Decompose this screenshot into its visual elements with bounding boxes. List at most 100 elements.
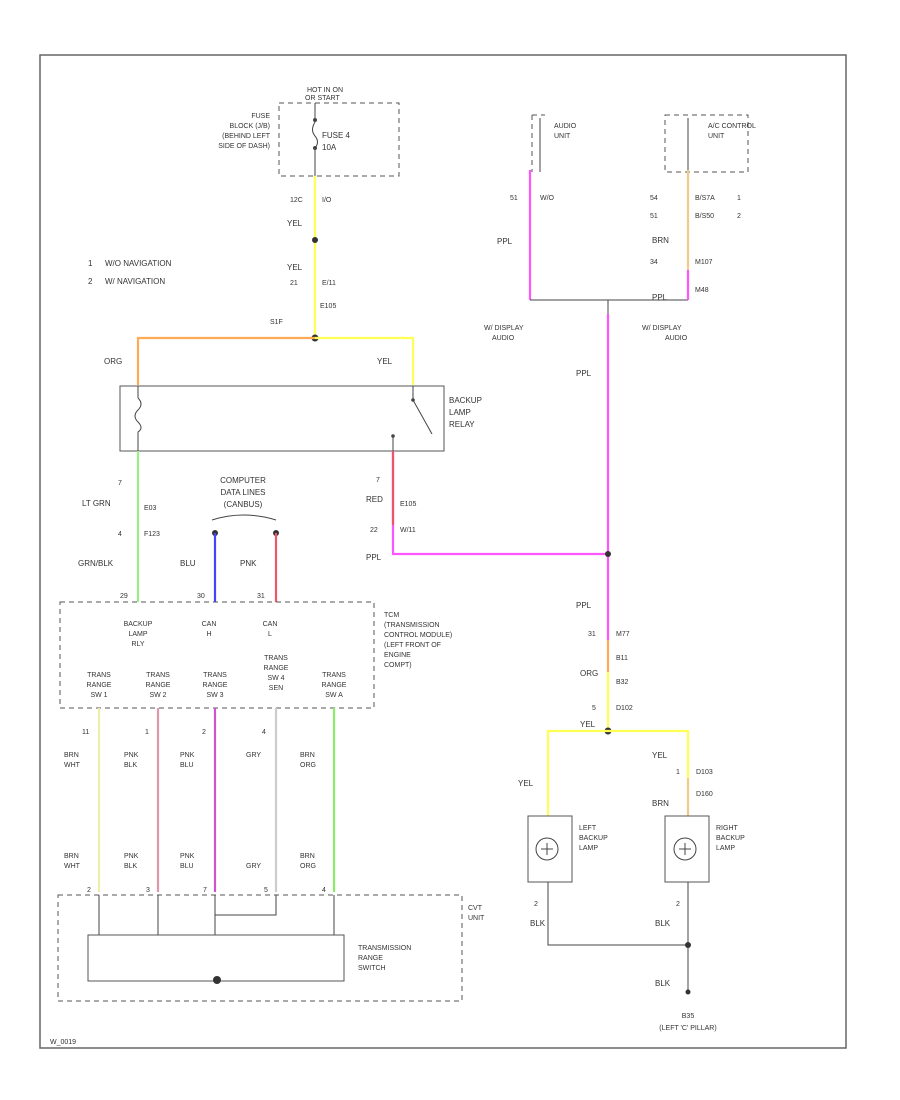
label-right_chain-yel: YEL [580,720,596,729]
cvt-internal-wires [98,895,335,935]
label-cvt-bottom_wires-1-1: BLK [124,863,138,870]
label-tcm-ranges-3-pin: 4 [262,729,266,736]
fuse-block-line3: (BEHIND LEFT [222,133,271,140]
label-lamps-left-1: BACKUP [579,835,608,842]
relay-body [119,385,445,452]
label-tcm-col_backup-0: BACKUP [124,621,153,628]
splice-dot-ground [685,942,691,948]
right-backup-lamp: RIGHT BACKUP LAMP [664,815,745,883]
switch-line1: TRANSMISSION [358,945,411,952]
tcm-pin-top2: 30 [197,593,205,600]
label-lamps-right_pin: 2 [676,901,680,908]
label-tcm-ranges-2-lines-2: SW 3 [206,692,223,699]
splice-dot-ppl [605,551,611,557]
label-ac-pin3b: M107 [695,259,713,266]
label-tcm-ranges-4-wire-0: BRN [300,752,315,759]
fuse-hot-line1: HOT IN ON [307,87,343,94]
label-tcm-col_backup-1: LAMP [128,631,147,638]
label-audio-bottom2: AUDIO [492,335,515,342]
label-lamps-blk2: BLK [655,919,671,928]
label-tcm-ranges-0-pin: 11 [82,729,89,736]
backup-lamp-relay: BACKUP LAMP RELAY [119,385,482,452]
label-cvt-pins-1: 3 [146,887,150,894]
audio-line2: UNIT [554,133,571,140]
tcm-line4: (LEFT FRONT OF [384,642,441,649]
tcm-line1: TCM [384,612,399,619]
label-tcm-ranges-1-wire-1: BLK [124,762,138,769]
label-tcm-col_canh-0: CAN [202,621,217,628]
label-red: RED [366,495,383,504]
label-tcm-ranges-0-wire-1: WHT [64,762,81,769]
computer-line2: DATA LINES [220,488,265,497]
tcm-range-3: TRANS RANGE SW 3 [203,672,228,699]
label-f123-num: 4 [118,531,122,538]
label-red-num2: 22 [370,527,378,534]
fuse-hot-line2: OR START [305,95,340,102]
cvt-line2: UNIT [468,915,485,922]
label-tcm-ranges-3-lines-0: TRANS [264,655,288,662]
label-yel-left: YEL [518,779,534,788]
label-yel3: YEL [377,357,393,366]
label-ac-brn: BRN [652,236,669,245]
label-tcm-col_canh-1: H [206,631,211,638]
label-lamps-right-1: BACKUP [716,835,745,842]
label-ac-pin4: M48 [695,287,709,294]
wire-yel-left-lamp [546,729,608,816]
left-bulb-icon [535,837,559,861]
tcm-line2: (TRANSMISSION [384,622,440,629]
left-backup-lamp: LEFT BACKUP LAMP [527,815,608,883]
label-cvt-bottom_wires-0-1: WHT [64,863,81,870]
label-ac-pin1a: 54 [650,195,658,202]
label-ac-pin2a: 51 [650,213,658,220]
label-tcm-col_canl-0: CAN [263,621,278,628]
label-audio-ppl: PPL [497,237,513,246]
label-lamps-left-2: LAMP [579,845,598,852]
label-tcm-ranges-3-wire-0: GRY [246,752,261,759]
fuse-block-line4: SIDE OF DASH) [218,143,270,150]
range-switch-contact [213,976,221,984]
label-ac-pin1c: 1 [737,195,741,202]
label-cvt-pins-2: 7 [203,887,207,894]
switch-line2: RANGE [358,955,383,962]
tcm-line3: CONTROL MODULE) [384,632,452,639]
fuse-pin-left: 12C [290,197,303,204]
audio-unit: AUDIO UNIT 51 W/O [510,114,577,202]
can-twist [211,514,277,521]
label-lamps-left_pin: 2 [534,901,538,908]
label-tcm-ranges-1-pin: 1 [145,729,149,736]
label-tcm-ranges-0-lines-1: RANGE [87,682,112,689]
label-f123: F123 [144,531,160,538]
label-right_chain-c4a: 5 [592,705,596,712]
label-ac-ppl: PPL [652,293,668,302]
wire-yel-relay [315,336,415,385]
right-lamp-box [664,815,710,883]
label-tcm-ranges-4-wire-1: ORG [300,762,316,769]
footer-code: W_0019 [50,1039,76,1046]
label-tcm-col_backup-2: RLY [131,641,144,648]
label-lamps-blk1: BLK [530,919,546,928]
label-tcm-ranges-4-lines-2: SW A [325,692,343,699]
tcm-line5: ENGINE [384,652,411,659]
label-yel2: YEL [287,263,303,272]
label-blu: BLU [180,559,196,568]
label-ltgrn-num: 7 [118,480,122,487]
label-lamps-right_c2: D160 [696,791,713,798]
label-cvt-pins-4: 4 [322,887,326,894]
tcm-pin-top3: 31 [257,593,265,600]
label-lamps-blk3: BLK [655,979,671,988]
fuse-block-line1: FUSE [251,113,270,120]
label-right_chain-c4b: D102 [616,705,633,712]
label-lamps-brn: BRN [652,799,669,808]
ac-line1: A/C CONTROL [708,123,756,130]
legend-num-1: 1 [88,259,93,268]
ac-control-unit: A/C CONTROL UNIT 54 B/S7A 1 51 B/S50 2 B… [650,114,756,294]
computer-line3: (CANBUS) [224,500,263,509]
label-grnblk: GRN/BLK [78,559,114,568]
cvt-line1: CVT [468,905,483,912]
label-tcm-ranges-2-pin: 2 [202,729,206,736]
label-tcm-ranges-4-lines-0: TRANS [322,672,346,679]
label-org: ORG [104,357,122,366]
legend-num-2: 2 [88,277,93,286]
label-lamps-right-0: RIGHT [716,825,739,832]
label-tcm-ranges-3-lines-1: RANGE [264,665,289,672]
